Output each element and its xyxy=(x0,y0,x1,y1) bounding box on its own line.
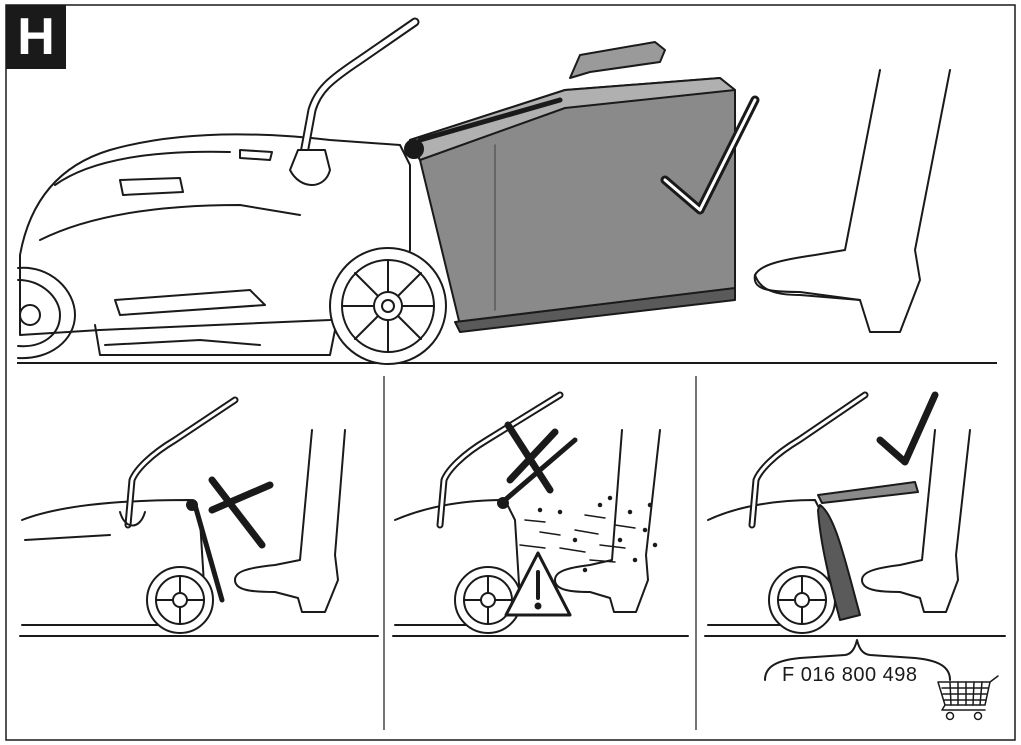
accessory-part-number: F 016 800 498 xyxy=(782,664,918,686)
rear-wheel xyxy=(329,247,447,365)
check-icon-2 xyxy=(876,391,939,466)
shopping-cart-icon xyxy=(937,675,999,721)
mower-vent xyxy=(119,177,184,196)
debris-spray xyxy=(519,495,658,573)
accessory-brace xyxy=(764,639,951,681)
panel-wrong-bag-flap xyxy=(19,396,379,637)
panel-correct-flap xyxy=(704,391,1006,721)
leg-foot xyxy=(753,69,951,333)
figure-label-badge: H xyxy=(6,5,66,69)
cross-icon-2 xyxy=(504,421,559,494)
grass-bag-attached xyxy=(404,41,736,333)
front-wheel xyxy=(17,266,76,360)
top-panel xyxy=(17,17,951,365)
figure-border xyxy=(5,4,1016,741)
warning-triangle-icon xyxy=(504,551,572,617)
cross-icon xyxy=(208,476,274,549)
panel-wrong-no-bag xyxy=(392,391,689,637)
